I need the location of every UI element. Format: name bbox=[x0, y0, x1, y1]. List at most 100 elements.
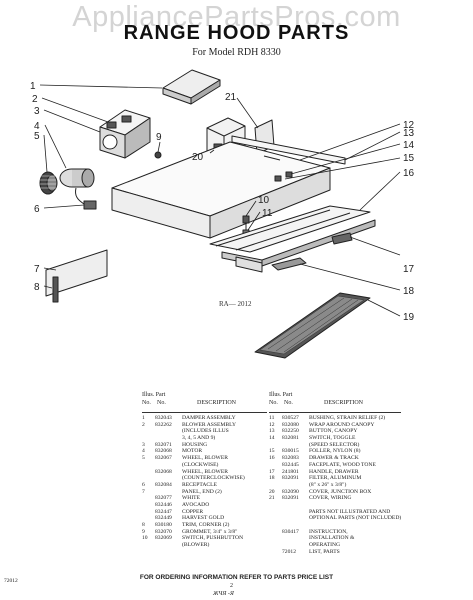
illus-number: 6 bbox=[142, 481, 145, 488]
watermark: AppliancePartsPros.com bbox=[72, 1, 401, 33]
table-row bbox=[269, 522, 401, 529]
part-number: 832077 bbox=[155, 495, 172, 502]
illus-number: 16 bbox=[269, 455, 275, 462]
part-description: MOTOR bbox=[182, 448, 203, 455]
part-description: BUSHING, STRAIN RELIEF (2) bbox=[309, 415, 386, 421]
receptacle-part bbox=[75, 187, 97, 210]
header-no: No. bbox=[142, 400, 151, 406]
part-description: RECEPTACLE bbox=[182, 481, 217, 488]
part-description: (COUNTERCLOCKWISE) bbox=[182, 475, 245, 482]
callout-9: 9 bbox=[156, 132, 162, 143]
callout-17: 17 bbox=[403, 264, 415, 275]
part-number: 832262 bbox=[155, 421, 172, 428]
parts-table-right: Illus. Part No. No. DESCRIPTION 11 830527… bbox=[269, 392, 401, 555]
part-number: 832447 bbox=[155, 508, 172, 515]
exploded-parts-diagram: 1 2 3 4 5 6 7 8 9 10 11 12 13 14 15 16 1… bbox=[30, 69, 415, 359]
illus-number: 2 bbox=[142, 421, 145, 428]
part-description: INSTRUCTION, bbox=[309, 528, 348, 535]
illus-number: 18 bbox=[269, 475, 275, 482]
part-number: 830180 bbox=[155, 522, 172, 528]
table-row: 2 832262 BLOWER ASSEMBLY bbox=[142, 422, 267, 429]
part-description: TRIM, CORNER (2) bbox=[182, 522, 230, 528]
part-description: BUTTON, CANOPY bbox=[309, 428, 358, 435]
part-description: SWITCH, PUSHBUTTON bbox=[182, 535, 244, 542]
part-number: 72012 bbox=[282, 548, 296, 555]
part-number: 832090 bbox=[282, 488, 299, 495]
callout-21: 21 bbox=[225, 92, 237, 103]
header-illus: Illus. Part bbox=[142, 392, 166, 398]
table-row: PARTS NOT ILLUSTRATED AND bbox=[269, 509, 401, 516]
page-title: RANGE HOOD PARTS bbox=[123, 22, 350, 44]
callout-6: 6 bbox=[34, 204, 40, 215]
page-number: 2 bbox=[230, 583, 233, 589]
part-description: FACEPLATE, WOOD TONE bbox=[309, 461, 376, 468]
part-number: 832067 bbox=[155, 455, 172, 462]
callout-20: 20 bbox=[192, 152, 204, 163]
illus-number: 7 bbox=[142, 488, 145, 495]
handwritten-note: ЖЧЯ -Я bbox=[213, 591, 234, 597]
illus-number: 12 bbox=[269, 421, 275, 428]
part-number: 832250 bbox=[282, 428, 299, 435]
callout-15: 15 bbox=[403, 153, 415, 164]
illus-number: 8 bbox=[142, 522, 145, 528]
part-number: 832081 bbox=[282, 435, 299, 442]
damper-part bbox=[162, 69, 221, 105]
callout-10: 10 bbox=[258, 195, 270, 206]
part-number: 832080 bbox=[282, 421, 299, 428]
callout-1: 1 bbox=[30, 81, 36, 92]
illus-number: 10 bbox=[142, 535, 148, 542]
callout-16: 16 bbox=[403, 168, 415, 179]
table-row: (COUNTERCLOCKWISE) bbox=[142, 475, 267, 482]
table-row: 832445 FACEPLATE, WOOD TONE bbox=[269, 462, 401, 469]
callout-labels: 1 2 3 4 5 6 7 8 9 10 11 12 13 14 15 16 1… bbox=[30, 81, 415, 323]
part-number: 832043 bbox=[155, 415, 172, 421]
callout-14: 14 bbox=[403, 140, 415, 151]
illus-number: 11 bbox=[269, 415, 275, 421]
part-number: 830527 bbox=[282, 415, 299, 421]
callout-13: 13 bbox=[403, 128, 415, 139]
illus-number: 4 bbox=[142, 448, 145, 455]
part-description: COVER, JUNCTION BOX bbox=[309, 488, 372, 495]
part-number: 832070 bbox=[155, 528, 172, 535]
header-part-no: No. bbox=[284, 400, 293, 406]
drawer-track-part bbox=[209, 205, 376, 273]
part-description: HOUSING bbox=[182, 441, 208, 448]
grommet-part bbox=[154, 151, 162, 159]
hood-body-part bbox=[111, 141, 331, 239]
part-description: BLOWER ASSEMBLY bbox=[182, 421, 236, 428]
illus-number: 13 bbox=[269, 428, 275, 435]
part-number: 832068 bbox=[155, 468, 172, 475]
illus-number: 14 bbox=[269, 435, 275, 442]
part-description: HARVEST GOLD bbox=[182, 515, 225, 522]
blower-wheel-part bbox=[39, 171, 58, 195]
table-row: 3, 4, 5 AND 9) bbox=[142, 435, 267, 442]
part-number: 832068 bbox=[155, 448, 172, 455]
callout-18: 18 bbox=[403, 286, 415, 297]
part-description: (INCLUDES ILLUS bbox=[182, 428, 229, 435]
part-number: 832091 bbox=[282, 495, 299, 502]
part-description: LIST, PARTS bbox=[309, 548, 340, 555]
part-description: INSTALLATION & bbox=[309, 535, 355, 542]
motor-part bbox=[59, 168, 95, 188]
callout-3: 3 bbox=[34, 106, 40, 117]
table-row: (CLOCKWISE) bbox=[142, 462, 267, 469]
part-description: (BLOWER) bbox=[182, 542, 210, 549]
table-header: Illus. Part No. No. DESCRIPTION bbox=[269, 392, 401, 413]
part-number: 832445 bbox=[282, 461, 299, 468]
illus-number: 3 bbox=[142, 441, 145, 448]
table-row bbox=[269, 502, 401, 509]
part-description: HANDLE, DRAWER bbox=[309, 468, 359, 475]
part-description: AVOCADO bbox=[182, 501, 210, 508]
blower-housing-part bbox=[99, 109, 151, 159]
